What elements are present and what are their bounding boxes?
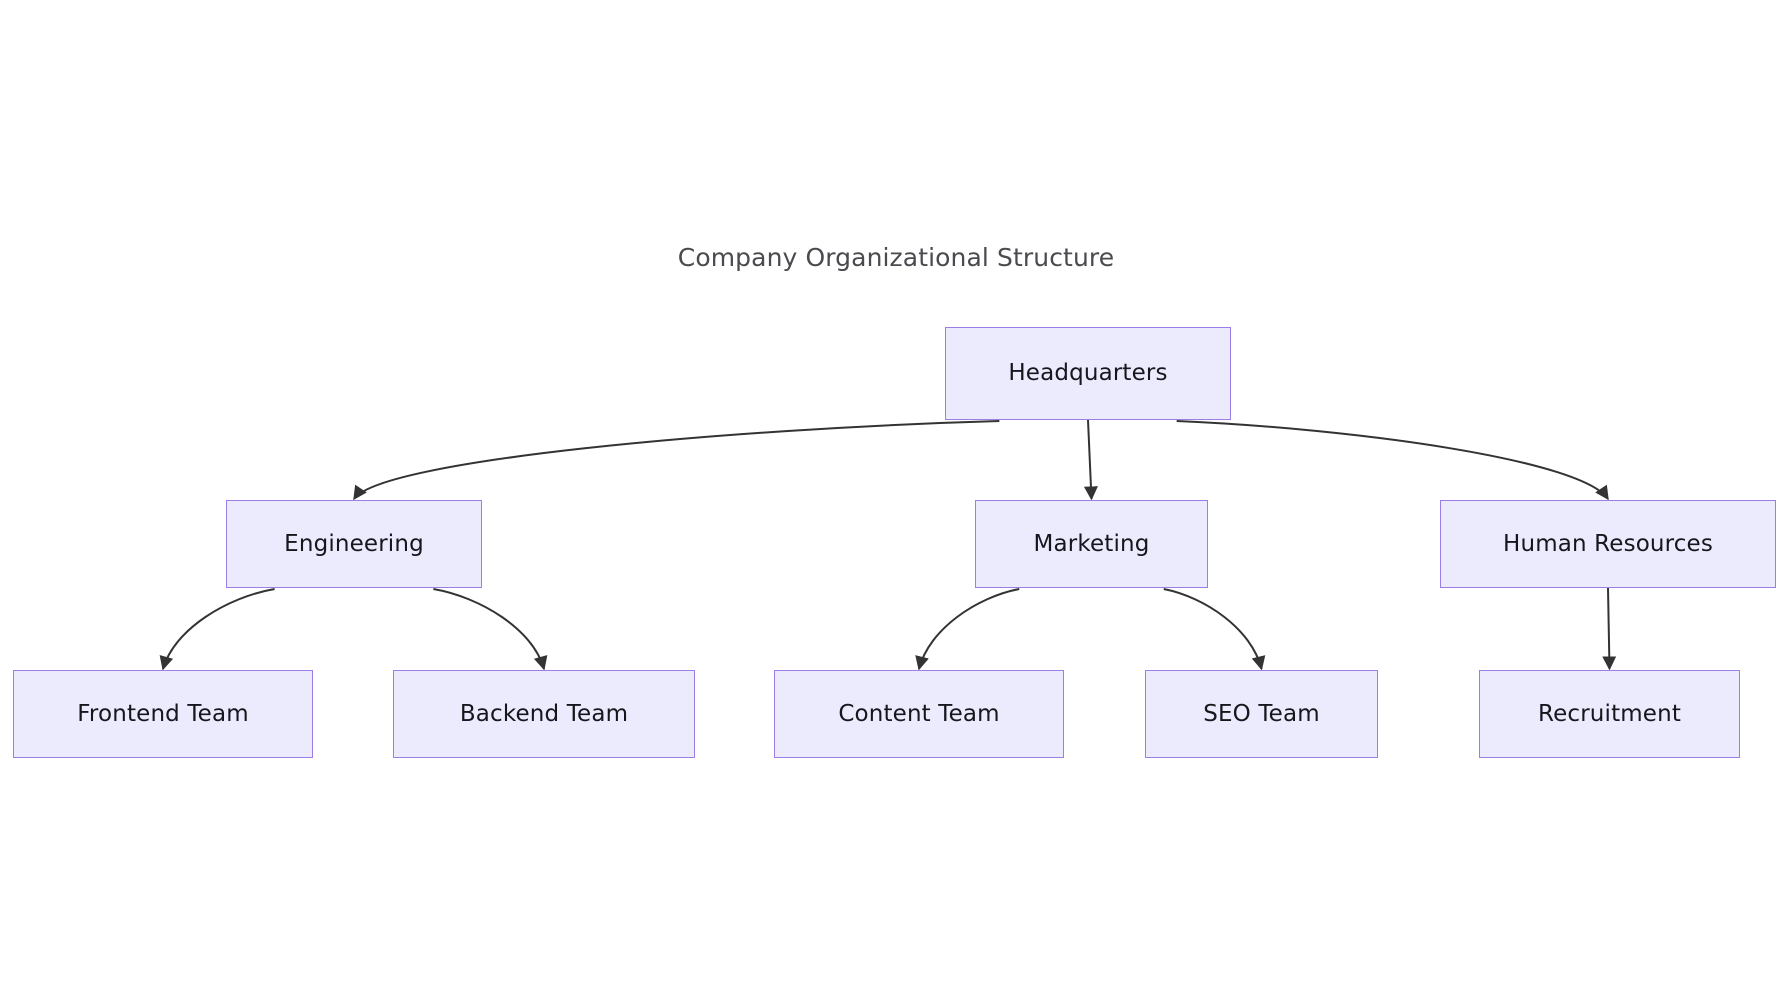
node-mkt[interactable]: Marketing	[975, 500, 1208, 588]
edge-mkt-seo	[1163, 588, 1266, 671]
node-seo[interactable]: SEO Team	[1145, 670, 1378, 758]
edge-eng-backend	[433, 588, 548, 671]
node-label: Marketing	[1033, 530, 1150, 557]
node-hq[interactable]: Headquarters	[945, 327, 1231, 420]
node-hr[interactable]: Human Resources	[1440, 500, 1776, 588]
diagram-title: Company Organizational Structure	[677, 243, 1115, 272]
edge-mkt-content	[915, 588, 1020, 671]
node-label: Content Team	[838, 700, 1000, 727]
node-backend[interactable]: Backend Team	[393, 670, 695, 758]
node-label: Headquarters	[1008, 360, 1168, 386]
node-label: Frontend Team	[77, 700, 249, 727]
node-recruit[interactable]: Recruitment	[1479, 670, 1740, 758]
node-label: Backend Team	[459, 700, 629, 727]
node-eng[interactable]: Engineering	[226, 500, 482, 588]
edge-hq-hr	[1176, 420, 1609, 501]
node-label: Recruitment	[1538, 700, 1681, 727]
node-label: SEO Team	[1203, 700, 1320, 727]
edge-eng-frontend	[159, 588, 275, 671]
node-label: Engineering	[284, 530, 424, 557]
node-label: Human Resources	[1503, 530, 1713, 557]
node-content[interactable]: Content Team	[774, 670, 1064, 758]
edge-hq-mkt	[1083, 419, 1098, 501]
node-frontend[interactable]: Frontend Team	[13, 670, 313, 758]
edge-hq-eng	[353, 420, 1000, 501]
edge-hr-recruit	[1602, 587, 1617, 671]
